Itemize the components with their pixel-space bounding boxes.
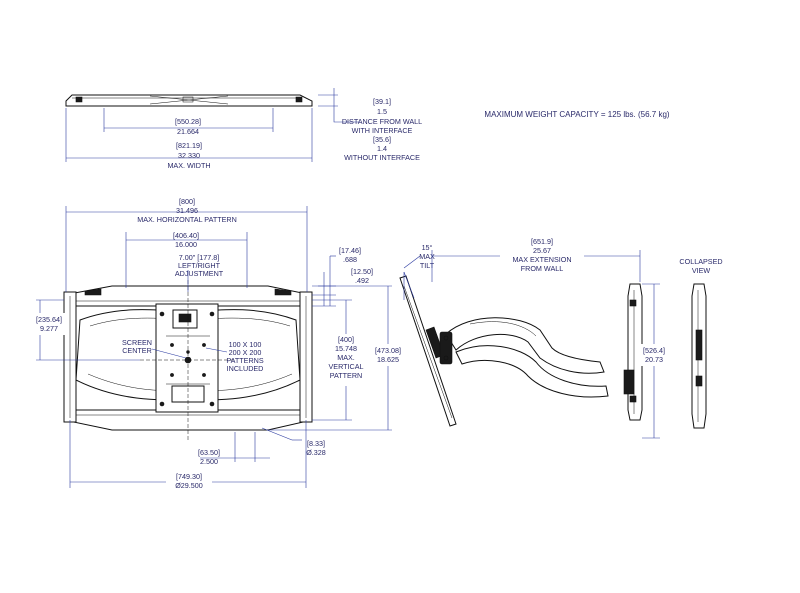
dim-526-in: 20.73 — [645, 355, 663, 364]
dim-400-vertical: VERTICAL — [328, 362, 363, 371]
dim-406-mm: [406.40] — [173, 231, 199, 240]
patterns-2: 200 X 200 — [229, 348, 262, 357]
dim-821-mm: [821.19] — [176, 141, 202, 150]
dim-526-mm: [526.4] — [643, 346, 665, 355]
dim-550-in: 21.664 — [177, 127, 199, 136]
dim-12-in: .492 — [355, 276, 369, 285]
dim-400-in: 15.748 — [335, 344, 357, 353]
dist-wall-1: [39.1] — [373, 97, 391, 106]
arm-lower — [455, 345, 609, 398]
screen-center-2: CENTER — [122, 346, 152, 355]
ext-label-2: FROM WALL — [521, 264, 563, 273]
dim-550-mm: [550.28] — [175, 117, 201, 126]
max-weight-capacity: MAXIMUM WEIGHT CAPACITY = 125 lbs. (56.7… — [484, 110, 669, 119]
dim-12-mm: [12.50] — [351, 267, 373, 276]
dist-wall-4: WITH INTERFACE — [352, 126, 413, 135]
dim-235-in: 9.277 — [40, 324, 58, 333]
side-view: 15° MAX TILT [651.9] 25.67 MAX EXTENSION… — [399, 234, 672, 439]
ext-label-1: MAX EXTENSION — [512, 255, 571, 264]
tilt-max: MAX — [419, 252, 435, 261]
collapsed-label-2: VIEW — [692, 266, 711, 275]
ext-in: 25.67 — [533, 246, 551, 255]
dist-wall-6: 1.4 — [377, 144, 387, 153]
dim-749-mm: [749.30] — [176, 472, 202, 481]
dim-8-mm: [8.33] — [307, 439, 325, 448]
dist-wall-7: WITHOUT INTERFACE — [344, 153, 420, 162]
adjust-line-1: 7.00" [177.8] — [179, 253, 220, 262]
tilt-label: TILT — [420, 261, 435, 270]
dim-400-pattern: PATTERN — [330, 371, 362, 380]
dim-406-in: 16.000 — [175, 240, 197, 249]
dim-749-in: Ø29.500 — [175, 481, 203, 490]
dim-400-max: MAX. — [337, 353, 355, 362]
dim-63-in: 2.500 — [200, 457, 218, 466]
dim-max-horizontal: MAX. HORIZONTAL PATTERN — [137, 215, 237, 224]
patterns-3: PATTERNS — [226, 356, 263, 365]
tilt-degrees: 15° — [422, 243, 433, 252]
adjust-line-2: LEFT/RIGHT — [178, 261, 221, 270]
dist-wall-3: DISTANCE FROM WALL — [342, 117, 422, 126]
dim-63-mm: [63.50] — [198, 448, 220, 457]
patterns-4: INCLUDED — [227, 364, 264, 373]
arm-upper — [445, 317, 605, 374]
dist-wall-5: [35.6] — [373, 135, 391, 144]
dim-821-in: 32.330 — [178, 151, 200, 160]
dim-800-in: 31.496 — [176, 206, 198, 215]
dim-473-in: 18.625 — [377, 355, 399, 364]
dim-17-in: .688 — [343, 255, 357, 264]
front-view: [800] 31.496 MAX. HORIZONTAL PATTERN [40… — [33, 197, 408, 492]
collapsed-view: COLLAPSED VIEW — [679, 257, 723, 429]
patterns-1: 100 X 100 — [229, 340, 262, 349]
screen-center-1: SCREEN — [122, 338, 152, 347]
top-view-mount-outline — [65, 94, 313, 107]
dim-17-mm: [17.46] — [339, 246, 361, 255]
dim-8-in: Ø.328 — [306, 448, 326, 457]
dist-wall-2: 1.5 — [377, 107, 387, 116]
dim-235-mm: [235.64] — [36, 315, 62, 324]
top-view: [550.28] 21.664 [821.19] 32.330 MAX. WID… — [65, 88, 422, 170]
ext-mm: [651.9] — [531, 237, 553, 246]
dim-max-width: MAX. WIDTH — [167, 161, 210, 170]
dim-473-mm: [473.08] — [375, 346, 401, 355]
dim-400-mm: [400] — [338, 335, 354, 344]
adjust-line-3: ADJUSTMENT — [175, 269, 224, 278]
collapsed-label-1: COLLAPSED — [679, 257, 722, 266]
dim-800-mm: [800] — [179, 197, 195, 206]
